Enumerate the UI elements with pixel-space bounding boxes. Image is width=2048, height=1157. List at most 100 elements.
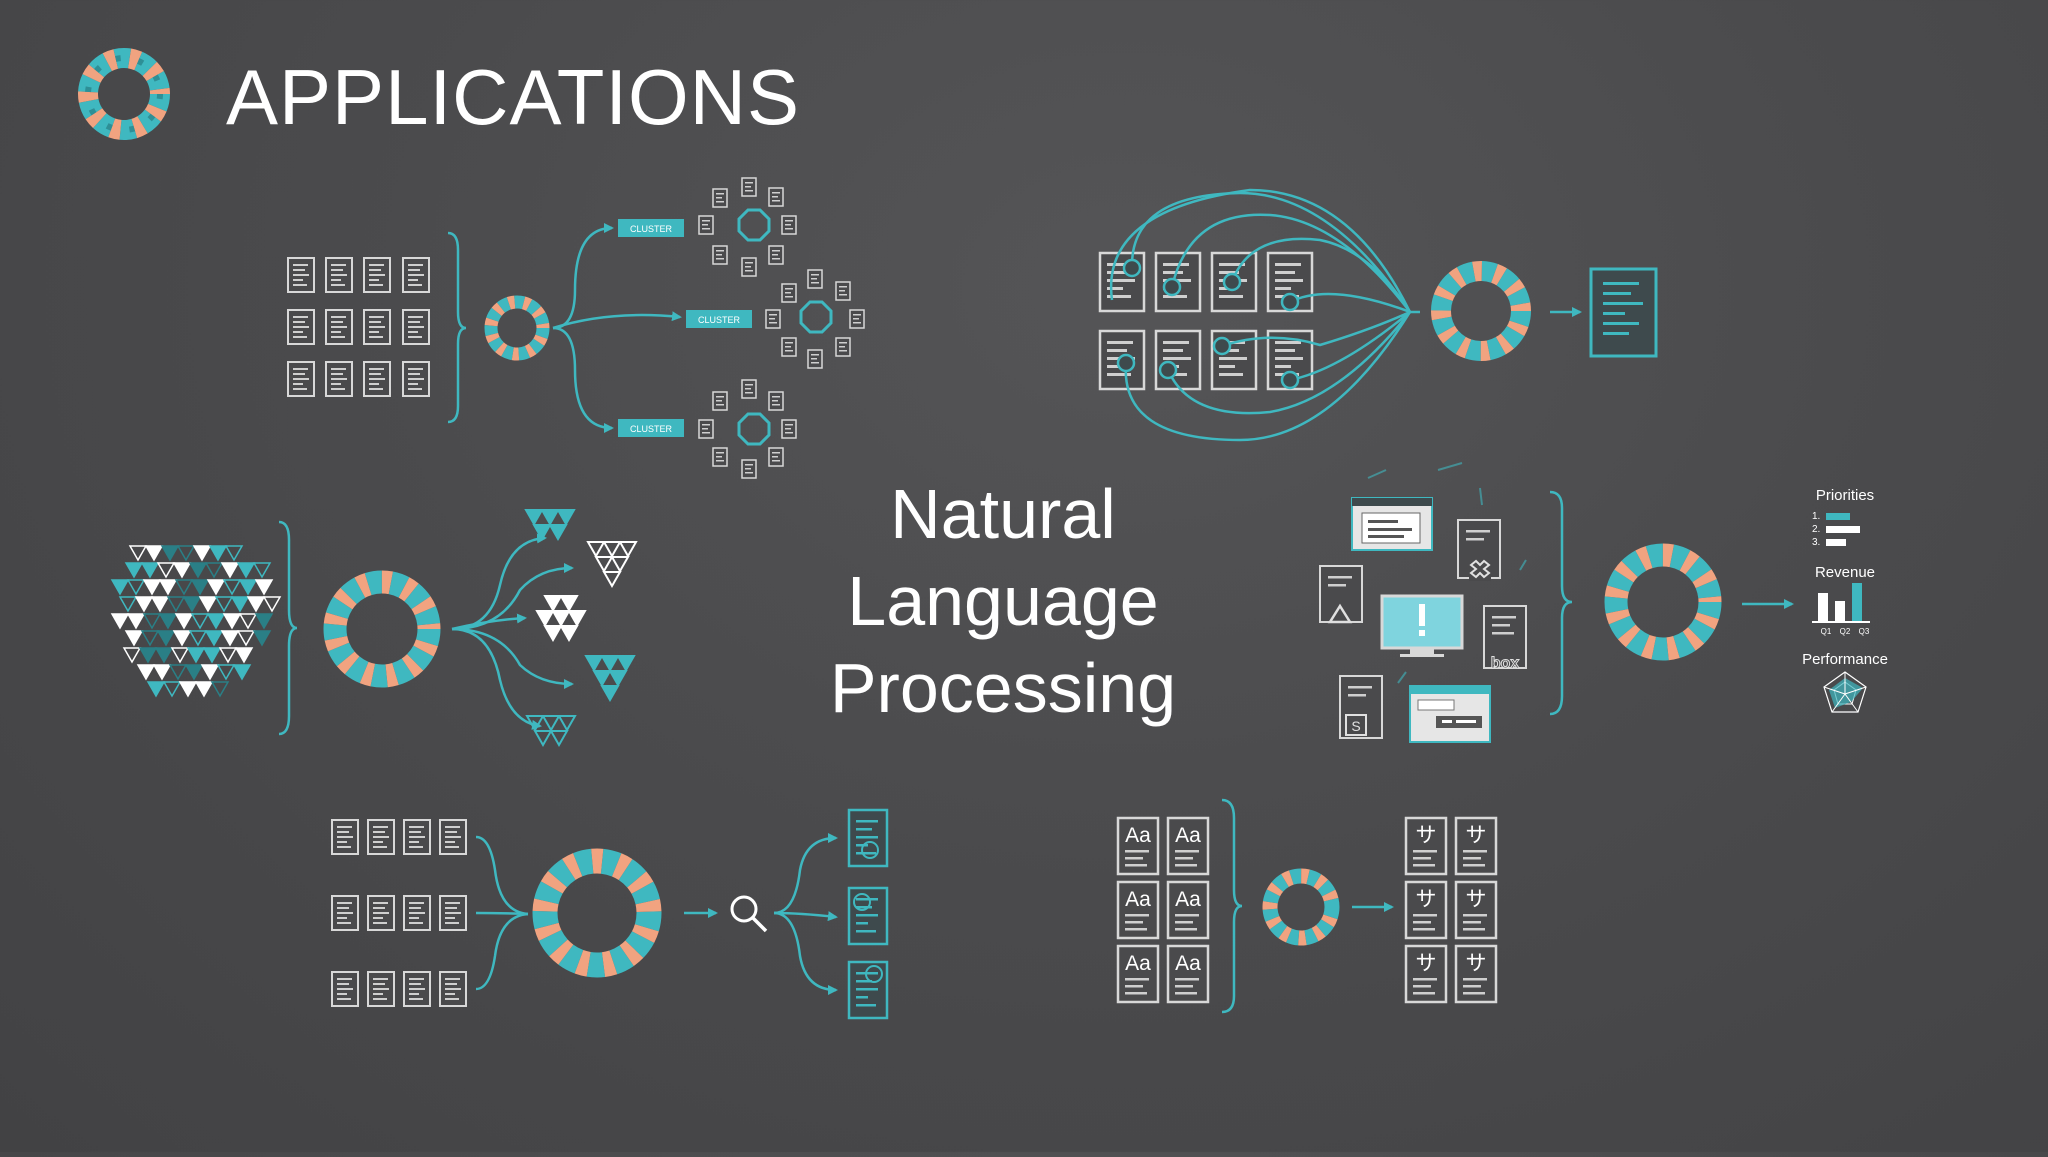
output-triangle <box>561 626 577 640</box>
drive-document-icon <box>1320 566 1362 622</box>
pattern-triangle <box>212 682 228 696</box>
output-triangle <box>620 542 636 556</box>
glyph-document-icon: サ <box>1456 882 1496 938</box>
pattern-triangle <box>190 563 206 577</box>
summarization-diagram <box>1100 190 1656 440</box>
center-line-1: Natural <box>890 475 1116 553</box>
cluster-label: CLUSTER <box>698 315 741 325</box>
pattern-triangle <box>234 665 250 679</box>
pattern-triangle <box>224 614 240 628</box>
cluster-label: CLUSTER <box>630 224 673 234</box>
pattern-triangle <box>138 665 154 679</box>
pattern-triangle <box>208 580 224 594</box>
output-triangle <box>594 671 610 685</box>
output-triangle <box>596 557 612 571</box>
processor-ring-icon <box>1616 555 1710 649</box>
pattern-triangle <box>136 597 152 611</box>
priority-bar <box>1826 513 1850 520</box>
search-icon <box>732 897 766 931</box>
search-diagram <box>332 810 887 1018</box>
insights-dashboard: Priorities 1. 2. 3. Revenue Q1 Q2 Q3 Per… <box>1802 487 1888 712</box>
output-triangle <box>561 596 577 610</box>
pattern-triangle <box>126 631 142 645</box>
pattern-triangle <box>176 580 192 594</box>
pattern-triangle <box>146 546 162 560</box>
priorities-label: Priorities <box>1816 487 1874 504</box>
pattern-triangle <box>204 648 220 662</box>
cluster-group <box>699 178 796 276</box>
pattern-triangle <box>210 546 226 560</box>
pattern-triangle <box>172 648 188 662</box>
output-triangle <box>618 656 634 670</box>
pattern-triangle <box>170 665 186 679</box>
box-label: box <box>1491 655 1520 672</box>
glyph-document-icon: Aa <box>1118 818 1158 874</box>
center-line-3: Processing <box>830 649 1176 727</box>
pattern-triangle <box>238 631 254 645</box>
pattern-triangle <box>222 631 238 645</box>
pattern-triangle <box>222 563 238 577</box>
priority-bar <box>1826 526 1860 533</box>
output-triangles <box>526 510 636 745</box>
result-document-icon <box>849 810 887 866</box>
logo-icon <box>88 58 160 130</box>
pattern-triangle <box>112 580 128 594</box>
pattern-triangle <box>144 614 160 628</box>
pattern-triangle <box>232 597 248 611</box>
box-document-icon: box <box>1484 606 1526 672</box>
browser-window-icon <box>1352 498 1432 550</box>
pattern-triangle <box>264 597 280 611</box>
pattern-triangle <box>254 631 270 645</box>
quarter-label: Q3 <box>1859 627 1870 636</box>
output-triangle <box>543 716 559 730</box>
glyph-document-icon: サ <box>1406 946 1446 1002</box>
pattern-triangle <box>126 563 142 577</box>
glyph-document-icon: サ <box>1406 882 1446 938</box>
pattern-triangle <box>202 665 218 679</box>
pattern-triangle <box>224 580 240 594</box>
output-triangle <box>545 626 561 640</box>
pattern-triangle <box>130 546 146 560</box>
pattern-triangle <box>256 614 272 628</box>
pattern-triangle <box>156 648 172 662</box>
pattern-triangle <box>196 682 212 696</box>
svg-text:サ: サ <box>1416 952 1437 975</box>
output-triangle <box>534 525 550 539</box>
svg-text:サ: サ <box>1466 952 1487 975</box>
revenue-bar <box>1852 583 1862 621</box>
pattern-triangle <box>208 614 224 628</box>
svg-text:サ: サ <box>1416 824 1437 847</box>
pattern-triangle <box>184 597 200 611</box>
form-window-icon <box>1410 686 1490 742</box>
cluster-label: CLUSTER <box>630 424 673 434</box>
cluster-group <box>699 380 796 478</box>
glyph-document-icon: サ <box>1456 818 1496 874</box>
glyph-document-icon: サ <box>1406 818 1446 874</box>
pattern-triangle <box>216 597 232 611</box>
revenue-bar <box>1835 601 1845 621</box>
pattern-triangle <box>190 631 206 645</box>
pattern-classification-diagram <box>112 510 636 745</box>
cluster-group <box>766 270 864 368</box>
output-triangle <box>553 611 569 625</box>
result-document-icon <box>849 888 887 944</box>
quarter-label: Q1 <box>1821 627 1832 636</box>
pattern-triangle <box>192 614 208 628</box>
priority-number: 1. <box>1812 511 1820 522</box>
pattern-triangle <box>248 597 264 611</box>
dropbox-document-icon <box>1458 520 1500 581</box>
svg-text:Aa: Aa <box>1125 952 1151 975</box>
pattern-triangle <box>160 580 176 594</box>
pattern-triangle <box>256 580 272 594</box>
pattern-triangle <box>124 648 140 662</box>
pattern-triangle <box>206 631 222 645</box>
output-triangle <box>602 686 618 700</box>
revenue-bar <box>1818 593 1828 621</box>
pattern-triangle <box>140 648 156 662</box>
svg-text:Aa: Aa <box>1175 824 1201 847</box>
pattern-triangle <box>238 563 254 577</box>
sharepoint-document-icon: S <box>1340 676 1382 738</box>
pattern-triangle <box>148 682 164 696</box>
